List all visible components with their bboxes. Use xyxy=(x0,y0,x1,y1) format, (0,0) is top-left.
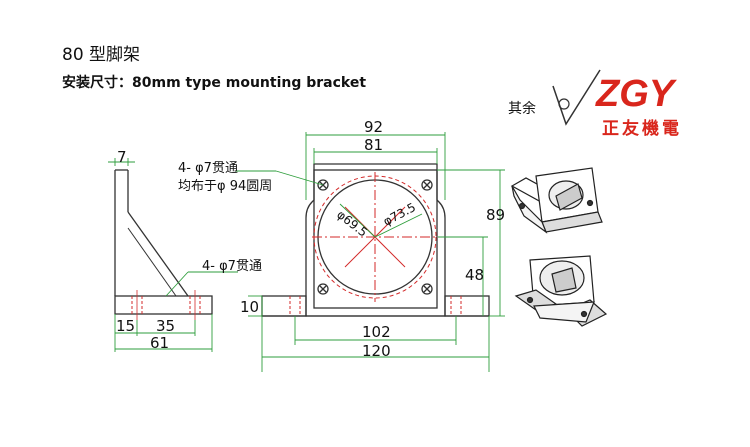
side-rib-inner xyxy=(127,227,177,297)
mounting-hole xyxy=(421,283,433,295)
side-base xyxy=(114,295,213,315)
dim-foot-spacing: 102 xyxy=(362,323,391,341)
side-view xyxy=(114,169,213,315)
front-view-dimensions xyxy=(235,132,505,372)
surface-finish-note: 其余 xyxy=(508,100,536,117)
dim-hole-spacing: 35 xyxy=(156,317,175,335)
side-rib xyxy=(127,211,189,297)
dim-width-outer: 92 xyxy=(364,118,383,136)
front-view-hidden xyxy=(289,172,462,316)
dim-center-height: 48 xyxy=(465,266,484,284)
page-title: 80 型脚架 xyxy=(62,45,141,65)
dim-width-inner: 81 xyxy=(364,136,383,154)
dim-total-width: 120 xyxy=(362,342,391,360)
logo: 其余 ZGY 正友機電 xyxy=(508,69,682,139)
mounting-hole xyxy=(317,179,329,191)
side-view-dimensions xyxy=(108,158,238,352)
mounting-hole xyxy=(317,283,329,295)
front-hole-note-line2: 均布于φ 94圆周 xyxy=(178,179,272,194)
page-subtitle: 安装尺寸：80mm type mounting bracket xyxy=(62,75,367,91)
surface-finish-symbol xyxy=(552,69,601,126)
dim-bore: φ69.5 xyxy=(334,207,370,239)
side-view-centerlines xyxy=(136,290,196,320)
dim-height: 89 xyxy=(486,206,505,224)
brand-logo-text: ZGY xyxy=(595,73,678,115)
dim-pilot: φ73.5 xyxy=(381,200,418,229)
mounting-hole xyxy=(421,179,433,191)
company-name: 正友機電 xyxy=(602,118,682,139)
dim-base-length: 61 xyxy=(150,334,169,352)
front-right-foot xyxy=(444,295,490,317)
dim-hole-offset: 15 xyxy=(116,317,135,335)
dim-thickness: 7 xyxy=(117,148,127,166)
isometric-view-bottom xyxy=(514,255,608,327)
side-view-hidden-holes xyxy=(131,296,201,314)
isometric-view-top xyxy=(510,167,603,234)
front-hole-note-line1: 4- φ7贯通 xyxy=(178,161,238,176)
dim-base-thickness: 10 xyxy=(240,298,259,316)
side-view-labels: 7 15 35 61 4- φ7贯通 xyxy=(116,148,262,352)
side-hole-note: 4- φ7贯通 xyxy=(202,259,262,274)
front-left-foot xyxy=(261,295,307,317)
